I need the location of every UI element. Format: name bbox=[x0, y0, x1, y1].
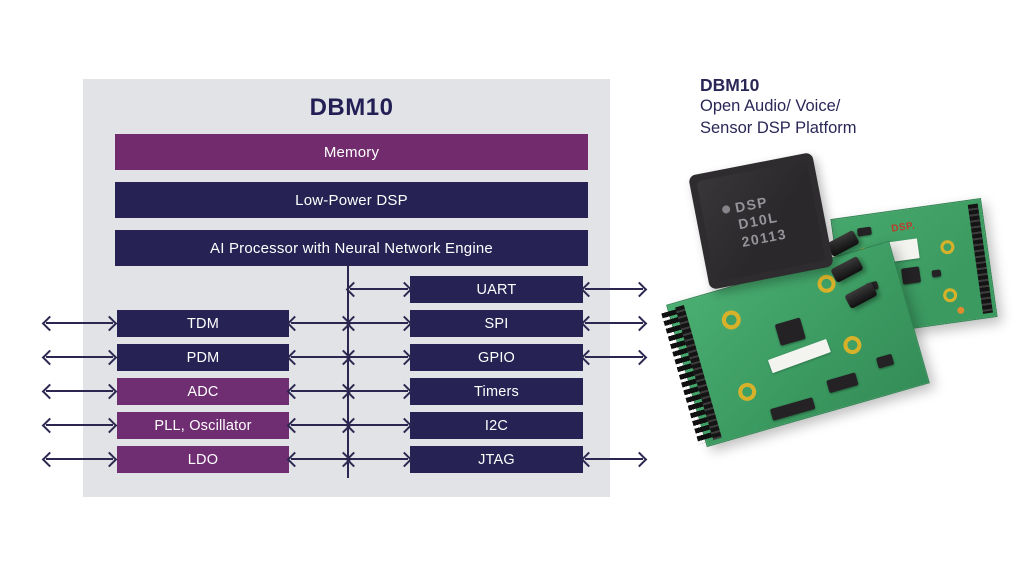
block-label: PLL, Oscillator bbox=[154, 417, 252, 434]
block-tdm: TDM bbox=[117, 310, 289, 337]
bidirectional-arrow bbox=[350, 458, 408, 460]
component bbox=[875, 353, 895, 369]
block-label: Low-Power DSP bbox=[295, 191, 408, 209]
product-photo: DSP. bbox=[660, 150, 1024, 450]
chip-photo: DSP D10L 20113 bbox=[688, 152, 834, 290]
product-caption: DBM10 Open Audio/ Voice/ Sensor DSP Plat… bbox=[700, 74, 857, 139]
block-timers: Timers bbox=[410, 378, 583, 405]
block-jtag: JTAG bbox=[410, 446, 583, 473]
caption-line-2: Sensor DSP Platform bbox=[700, 118, 857, 137]
led bbox=[956, 306, 965, 315]
component bbox=[856, 226, 872, 237]
connector bbox=[826, 372, 859, 394]
block-uart: UART bbox=[410, 276, 583, 303]
block-label: PDM bbox=[186, 349, 220, 366]
block-label: Memory bbox=[323, 143, 380, 161]
bus-line bbox=[347, 266, 349, 478]
block-label: JTAG bbox=[478, 451, 515, 468]
dsp-logo: DSP. bbox=[890, 220, 916, 235]
block-adc: ADC bbox=[117, 378, 289, 405]
bidirectional-arrow bbox=[585, 458, 643, 460]
block-pll-oscillator: PLL, Oscillator bbox=[117, 412, 289, 439]
block-gpio: GPIO bbox=[410, 344, 583, 371]
block-ldo: LDO bbox=[117, 446, 289, 473]
bidirectional-arrow bbox=[585, 356, 643, 358]
bidirectional-arrow bbox=[291, 322, 347, 324]
mounting-hole bbox=[736, 380, 759, 403]
bidirectional-arrow bbox=[585, 288, 643, 290]
block-label: SPI bbox=[484, 315, 509, 332]
block-label: LDO bbox=[187, 451, 219, 468]
block-low-power-dsp: Low-Power DSP bbox=[115, 182, 588, 218]
bidirectional-arrow bbox=[350, 356, 408, 358]
block-label: TDM bbox=[186, 315, 219, 332]
bidirectional-arrow bbox=[46, 458, 113, 460]
ic-chip bbox=[774, 317, 806, 346]
bidirectional-arrow bbox=[350, 322, 408, 324]
caption-title: DBM10 bbox=[700, 75, 760, 95]
block-ai-processor: AI Processor with Neural Network Engine bbox=[115, 230, 588, 266]
block-memory: Memory bbox=[115, 134, 588, 170]
mounting-hole bbox=[942, 287, 959, 304]
block-label: UART bbox=[476, 281, 517, 298]
block-label: Timers bbox=[474, 383, 519, 400]
mounting-hole bbox=[939, 239, 956, 256]
bidirectional-arrow bbox=[291, 390, 347, 392]
block-label: AI Processor with Neural Network Engine bbox=[210, 239, 493, 257]
diagram-title: DBM10 bbox=[309, 94, 394, 121]
bidirectional-arrow bbox=[350, 390, 408, 392]
block-label: ADC bbox=[187, 383, 219, 400]
pin-header bbox=[967, 203, 993, 314]
component bbox=[931, 269, 942, 278]
bidirectional-arrow bbox=[46, 390, 113, 392]
caption-line-1: Open Audio/ Voice/ bbox=[700, 97, 841, 116]
mounting-hole bbox=[719, 308, 744, 332]
bidirectional-arrow bbox=[350, 288, 408, 290]
label-sticker bbox=[767, 338, 831, 374]
connector bbox=[769, 397, 816, 421]
ic-chip bbox=[900, 266, 922, 285]
block-label: GPIO bbox=[477, 349, 516, 366]
bidirectional-arrow bbox=[46, 356, 113, 358]
block-spi: SPI bbox=[410, 310, 583, 337]
bidirectional-arrow bbox=[291, 424, 347, 426]
bidirectional-arrow bbox=[291, 458, 347, 460]
mounting-hole bbox=[841, 333, 864, 357]
bidirectional-arrow bbox=[585, 322, 643, 324]
bidirectional-arrow bbox=[291, 356, 347, 358]
block-i2c: I2C bbox=[410, 412, 583, 439]
block-label: I2C bbox=[484, 417, 509, 434]
bidirectional-arrow bbox=[350, 424, 408, 426]
chip-marking: DSP D10L 20113 bbox=[721, 191, 789, 251]
bidirectional-arrow bbox=[46, 322, 113, 324]
bidirectional-arrow bbox=[46, 424, 113, 426]
block-pdm: PDM bbox=[117, 344, 289, 371]
